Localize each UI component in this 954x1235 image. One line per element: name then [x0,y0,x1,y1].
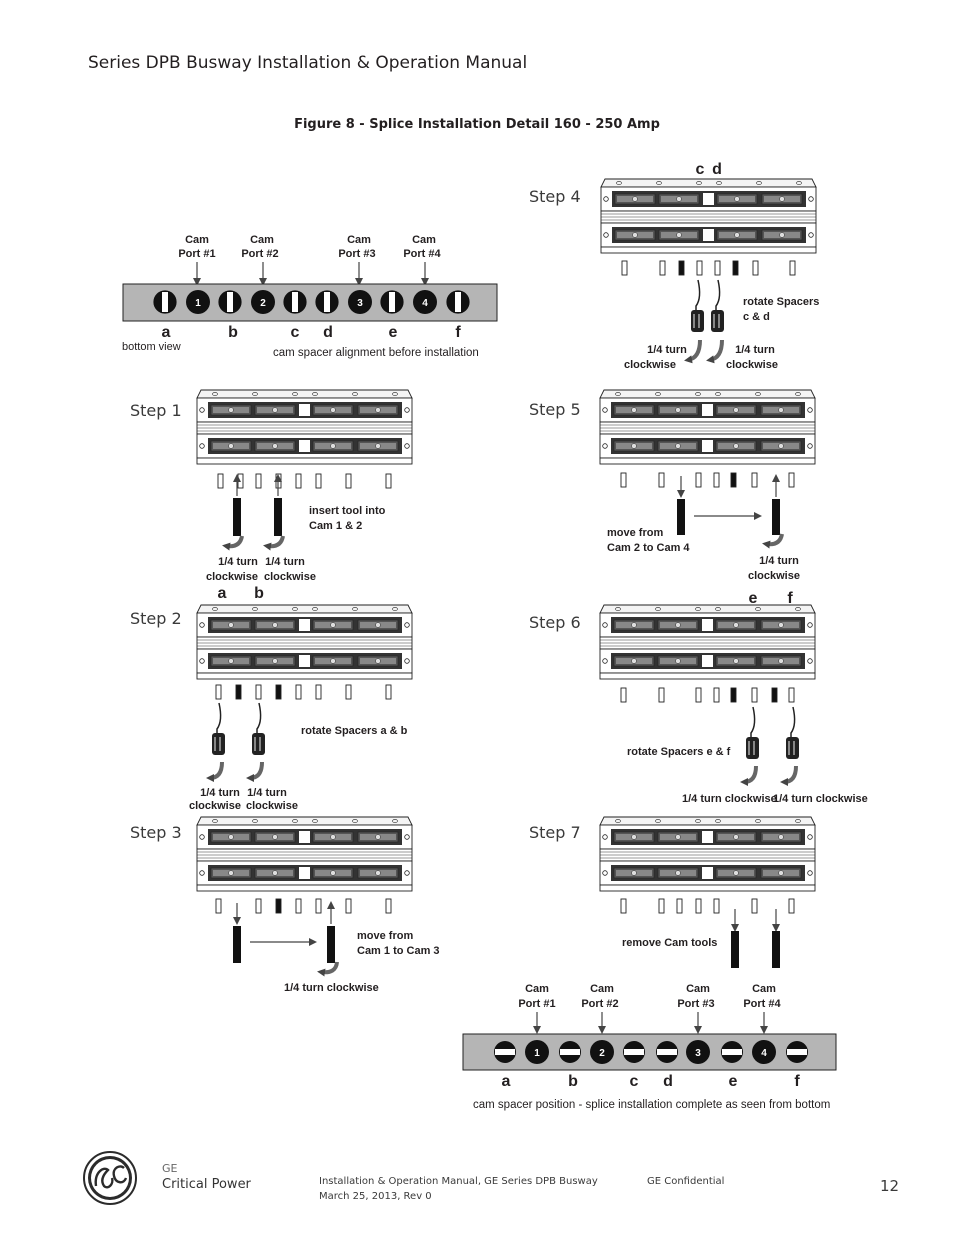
step-3-label: Step 3 [130,823,182,842]
step-6-turn-b: 1/4 turn clockwise [773,793,868,805]
step-5-turn-2: clockwise [748,570,800,582]
figure-caption: Figure 8 - Splice Installation Detail 16… [294,117,660,132]
final-cam-port-1-a: Cam [525,983,549,995]
bottom-view-note: bottom view [122,341,181,353]
step-4-turn-a2: clockwise [624,359,676,371]
final-cam-port-4-a: Cam [752,983,776,995]
footer-doc-line-2: March 25, 2013, Rev 0 [319,1191,432,1202]
step-6-note: rotate Spacers e & f [627,746,731,758]
footer-brand-line-2: Critical Power [162,1177,251,1192]
spacer-letter-e: e [389,324,398,341]
final-cam-port-4-b: Port #4 [743,998,781,1010]
step-4-turn-b2: clockwise [726,359,778,371]
spacer-letter-f: f [455,324,461,341]
footer-doc-line-1: Installation & Operation Manual, GE Seri… [319,1176,598,1187]
cam-port-4-label-a: Cam [412,234,436,246]
final-cam-port-3-b: Port #3 [677,998,714,1010]
cam-port-4-label-b: Port #4 [403,248,441,260]
cam-port-1-label-b: Port #1 [178,248,215,260]
port-number-2: 2 [260,298,266,309]
step-2-turn-b1: 1/4 turn [247,787,287,799]
step-1-turn-b2: clockwise [264,571,316,583]
final-port-number-2: 2 [599,1048,605,1059]
final-letter-b: b [568,1073,578,1090]
port-number-4: 4 [422,298,428,309]
step-4-label: Step 4 [529,187,581,206]
step-2-note: rotate Spacers a & b [301,725,408,737]
step-5-note-1: move from [607,527,663,539]
step-5-turn-1: 1/4 turn [759,555,799,567]
spacer-letter-b: b [228,324,238,341]
step-4-turn-b1: 1/4 turn [735,344,775,356]
final-letter-a: a [502,1073,511,1090]
step-4: Step 4 c d rotate Spacers c & d 1/4 turn… [529,161,819,371]
final-letter-d: d [663,1073,673,1090]
step-1: Step 1 insert tool into Cam 1 & 2 1/4 tu… [130,390,412,602]
alignment-before-note: cam spacer alignment before installation [273,347,479,359]
step-5-label: Step 5 [529,400,581,419]
final-port-number-1: 1 [534,1048,540,1059]
step-1-letter-b: b [254,585,264,602]
cam-port-1-label-a: Cam [185,234,209,246]
final-cam-port-2-b: Port #2 [581,998,618,1010]
port-number-1: 1 [195,298,201,309]
step-4-note-2: c & d [743,311,770,323]
page-number: 12 [880,1177,900,1195]
step-5-note-2: Cam 2 to Cam 4 [607,542,690,554]
step-6: Step 6 rotate Spacers e & f 1/4 turn clo… [529,605,868,805]
spacer-letter-d: d [323,324,333,341]
step-5: Step 5 move from Cam 2 to Cam 4 1/4 turn… [529,390,815,607]
step-1-turn-a2: clockwise [206,571,258,583]
final-cam-port-3-a: Cam [686,983,710,995]
final-cam-port-1-b: Port #1 [518,998,555,1010]
final-cam-port-2-a: Cam [590,983,614,995]
final-position-note: cam spacer position - splice installatio… [473,1099,830,1111]
page-header-title: Series DPB Busway Installation & Operati… [88,53,528,73]
step-1-turn-a1: 1/4 turn [218,556,258,568]
footer-confidential: GE Confidential [647,1176,725,1187]
step-5-letter-f: f [787,590,793,607]
ge-logo [83,1151,137,1205]
step-5-letter-e: e [749,590,758,607]
step-1-note-1: insert tool into [309,505,386,517]
step-4-letter-d: d [712,161,722,178]
step-2: Step 2 rotate Spacers a & b 1/4 turn clo… [130,605,412,812]
final-letter-c: c [630,1073,639,1090]
step-7-note: remove Cam tools [622,937,717,949]
port-number-3: 3 [357,298,363,309]
step-3-note-2: Cam 1 to Cam 3 [357,945,440,957]
cam-port-3-label-b: Port #3 [338,248,375,260]
step-1-turn-b1: 1/4 turn [265,556,305,568]
final-letter-e: e [729,1073,738,1090]
step-6-label: Step 6 [529,613,581,632]
final-letter-f: f [794,1073,800,1090]
cam-spacer-position-complete: Cam Port #1 Cam Port #2 Cam Port #3 Cam … [462,983,837,1111]
step-2-turn-a1: 1/4 turn [200,787,240,799]
final-port-number-4: 4 [761,1048,767,1059]
footer-brand-line-1: GE [162,1162,178,1175]
step-1-label: Step 1 [130,401,182,420]
step-2-turn-b2: clockwise [246,800,298,812]
step-1-letter-a: a [218,585,227,602]
cam-port-3-label-a: Cam [347,234,371,246]
step-2-label: Step 2 [130,609,182,628]
cam-port-2-label-b: Port #2 [241,248,278,260]
step-3-turn: 1/4 turn clockwise [284,982,379,994]
step-4-turn-a1: 1/4 turn [647,344,687,356]
spacer-letter-c: c [291,324,300,341]
step-2-turn-a2: clockwise [189,800,241,812]
step-4-note-1: rotate Spacers [743,296,819,308]
step-7-label: Step 7 [529,823,581,842]
cam-port-2-label-a: Cam [250,234,274,246]
cam-spacer-alignment-before: Cam Port #1 Cam Port #2 Cam Port #3 Cam … [122,234,498,359]
final-port-number-3: 3 [695,1048,701,1059]
step-7: Step 7 remove Cam tools [529,817,815,968]
step-4-letter-c: c [696,161,705,178]
step-6-turn-a: 1/4 turn clockwise [682,793,777,805]
step-1-note-2: Cam 1 & 2 [309,520,362,532]
step-3-note-1: move from [357,930,413,942]
spacer-letter-a: a [162,324,171,341]
step-3: Step 3 move from Cam 1 to Cam 3 1/4 turn… [130,817,440,994]
